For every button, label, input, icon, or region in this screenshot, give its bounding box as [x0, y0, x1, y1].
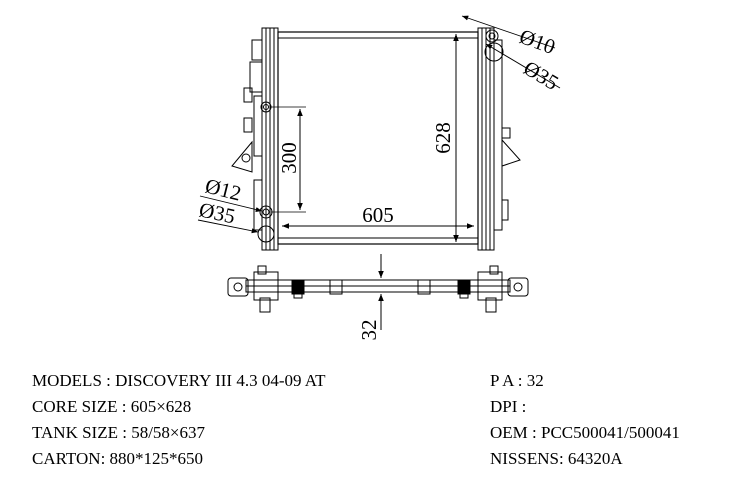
left-tank	[231, 27, 279, 251]
spec-carton: CARTON: 880*125*650	[32, 449, 204, 468]
dimension-core-width: 605	[282, 203, 474, 229]
specs-left-column: MODELS : DISCOVERY III 4.3 04-09 AT CORE…	[32, 368, 326, 472]
inlet-height-label: 300	[277, 142, 301, 174]
radiator-top-view	[227, 265, 529, 313]
dimension-top-pipes: Ø10 Ø35	[461, 15, 563, 95]
dimension-bottom-pipes: Ø12 Ø35	[197, 174, 263, 234]
spec-oem: OEM : PCC500041/500041	[490, 423, 680, 442]
right-tank	[477, 27, 521, 251]
radiator-technical-drawing: 605 628 300 Ø10 Ø35 Ø12 Ø35	[197, 15, 563, 341]
spec-tank-size: TANK SIZE : 58/58×637	[32, 423, 206, 442]
core-height-label: 628	[431, 122, 455, 154]
dimension-inlet-height: 300	[271, 106, 306, 213]
spec-dpi: DPI :	[490, 397, 527, 416]
spec-pa: P A : 32	[490, 371, 544, 390]
right-mount-lug	[507, 277, 529, 297]
top-pipe-inner-label: Ø10	[516, 24, 558, 59]
specs-right-column: P A : 32 DPI : OEM : PCC500041/500041 NI…	[490, 368, 680, 472]
spec-models: MODELS : DISCOVERY III 4.3 04-09 AT	[32, 371, 326, 390]
left-mount-lug	[227, 277, 249, 297]
radiator-front-view	[231, 27, 521, 251]
top-pipe-outer-label: Ø35	[519, 56, 562, 95]
spec-core-size: CORE SIZE : 605×628	[32, 397, 192, 416]
dimension-core-height: 628	[431, 34, 459, 242]
spec-nissens: NISSENS: 64320A	[490, 449, 623, 468]
thickness-label: 32	[357, 320, 381, 341]
dimension-thickness: 32	[357, 254, 384, 341]
core-width-label: 605	[362, 203, 394, 227]
